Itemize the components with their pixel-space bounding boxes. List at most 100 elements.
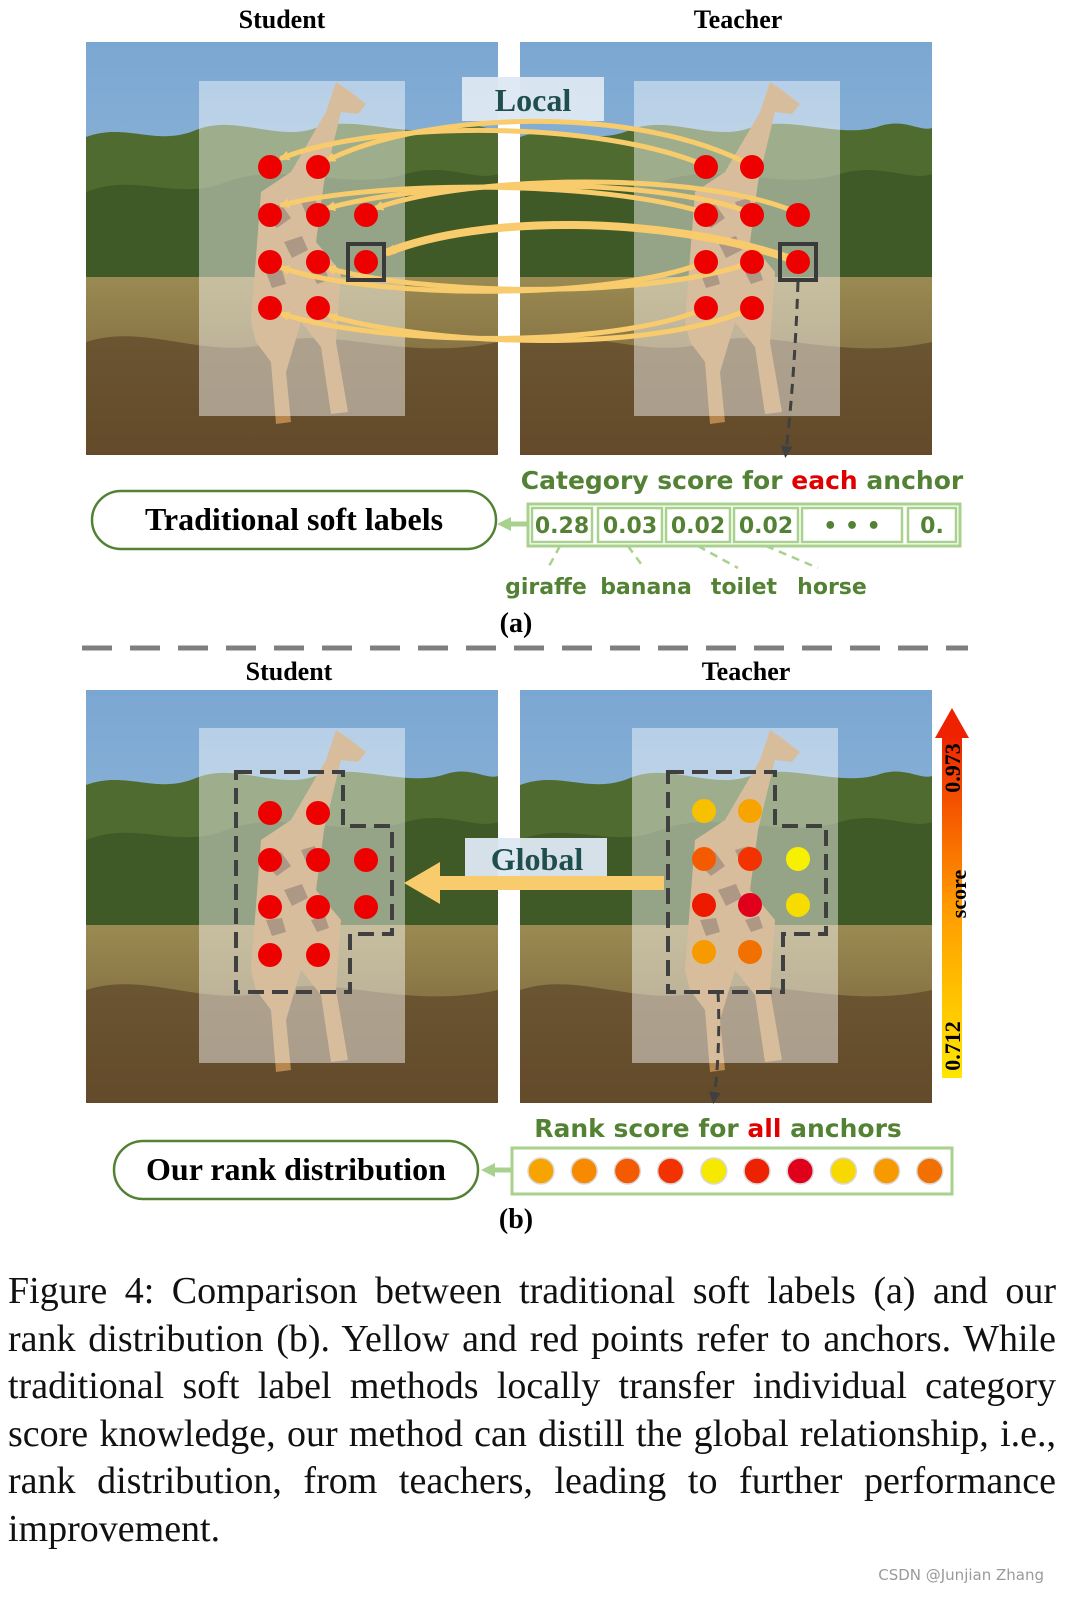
soft-label-text: Traditional soft labels <box>145 501 443 537</box>
score-cell: 0. <box>920 514 944 539</box>
anchor-point <box>786 250 810 274</box>
anchor-point <box>740 250 764 274</box>
anchor-point <box>786 893 810 917</box>
rank-dot <box>613 1157 642 1185</box>
anchor-point <box>740 155 764 179</box>
scale-min-label: 0.712 <box>940 1021 965 1071</box>
anchor-point <box>786 847 810 871</box>
score-cell: 0.02 <box>671 514 725 539</box>
rank-dot <box>700 1157 728 1185</box>
score-color-scale <box>935 708 969 1078</box>
student-anchor-highlight-box <box>346 242 386 282</box>
watermark: CSDN @Junjian Zhang <box>878 1566 1044 1584</box>
local-transfer-arrows <box>279 118 801 343</box>
scale-max-label: 0.973 <box>940 743 965 793</box>
score-cell: 0.02 <box>739 514 793 539</box>
anchor-point <box>258 895 282 919</box>
rank-dot <box>829 1157 858 1185</box>
student-region-outline <box>234 770 394 994</box>
anchor-point <box>258 296 282 320</box>
student-image-b <box>86 690 498 1103</box>
anchor-point <box>738 799 762 823</box>
anchor-point <box>258 203 282 227</box>
category-connectors <box>546 544 819 570</box>
global-label-box <box>465 838 607 882</box>
anchor-point <box>740 296 764 320</box>
teacher-anchor-highlight-box <box>778 242 818 282</box>
score-cell: 0.03 <box>603 514 657 539</box>
anchor-point <box>306 203 330 227</box>
score-pointer-arrow-a <box>780 281 800 458</box>
anchor-point <box>354 203 378 227</box>
student-title-a: Student <box>239 5 326 34</box>
anchor-point <box>306 250 330 274</box>
anchor-point <box>692 799 716 823</box>
category-label: horse <box>797 575 867 600</box>
category-label: toilet <box>711 575 778 600</box>
anchor-point <box>306 943 330 967</box>
anchor-point <box>306 895 330 919</box>
rank-dots <box>527 1157 944 1185</box>
anchor-point <box>258 848 282 872</box>
anchor-point <box>306 801 330 825</box>
scale-title: score <box>946 870 971 919</box>
rank-dot <box>916 1157 944 1185</box>
rank-distribution-box <box>112 1139 480 1201</box>
anchor-point <box>692 893 716 917</box>
local-label-box <box>462 77 604 121</box>
anchor-point <box>692 847 716 871</box>
category-heading: Category score for each anchor <box>521 466 964 495</box>
anchor-point <box>694 296 718 320</box>
rank-distribution-text: Our rank distribution <box>146 1151 446 1187</box>
anchor-point <box>740 203 764 227</box>
anchor-point <box>786 203 810 227</box>
anchor-point <box>694 250 718 274</box>
anchor-point <box>354 895 378 919</box>
score-cell: • • • <box>823 514 881 539</box>
rank-dot <box>570 1157 598 1185</box>
anchor-point <box>694 155 718 179</box>
anchor-point <box>306 296 330 320</box>
score-pointer-arrow-b <box>708 991 721 1104</box>
anchor-point <box>354 848 378 872</box>
student-anchors-a <box>258 155 378 320</box>
teacher-anchors-b <box>692 799 810 964</box>
teacher-image-b <box>520 690 932 1103</box>
anchor-point <box>738 847 762 871</box>
category-label: banana <box>600 575 692 600</box>
rank-dot <box>743 1157 771 1185</box>
anchor-point <box>738 893 762 917</box>
score-cell: 0.28 <box>535 514 589 539</box>
anchor-point <box>258 250 282 274</box>
anchor-point <box>694 203 718 227</box>
student-title-b: Student <box>246 657 333 686</box>
anchor-point <box>258 801 282 825</box>
student-image-a <box>86 42 498 455</box>
anchor-point <box>258 943 282 967</box>
rank-heading: Rank score for all anchors <box>534 1114 902 1143</box>
panel-tag-a: (a) <box>500 608 533 639</box>
global-transfer-arrowhead <box>404 862 440 904</box>
local-label: Local <box>495 82 572 118</box>
category-label: giraffe <box>505 575 587 600</box>
anchor-point <box>354 250 378 274</box>
soft-label-box <box>90 489 498 551</box>
score-strip <box>526 502 962 548</box>
anchor-point <box>306 155 330 179</box>
rank-dot <box>527 1157 555 1185</box>
anchor-point <box>258 155 282 179</box>
teacher-title-a: Teacher <box>694 5 783 34</box>
rank-dot <box>656 1157 685 1185</box>
figure-caption: Figure 4: Comparison between traditional… <box>8 1270 1056 1550</box>
rank-dot <box>786 1157 814 1185</box>
anchor-point <box>738 940 762 964</box>
global-label: Global <box>491 841 584 877</box>
panel-tag-b: (b) <box>499 1204 533 1235</box>
teacher-title-b: Teacher <box>702 657 791 686</box>
teacher-anchors-a <box>694 155 810 320</box>
highlighted-local-arrow <box>384 220 792 262</box>
teacher-region-outline <box>666 770 828 994</box>
anchor-point <box>306 848 330 872</box>
rank-dot <box>872 1157 901 1185</box>
figure-illustration: Student Teacher Local <box>82 5 971 1235</box>
